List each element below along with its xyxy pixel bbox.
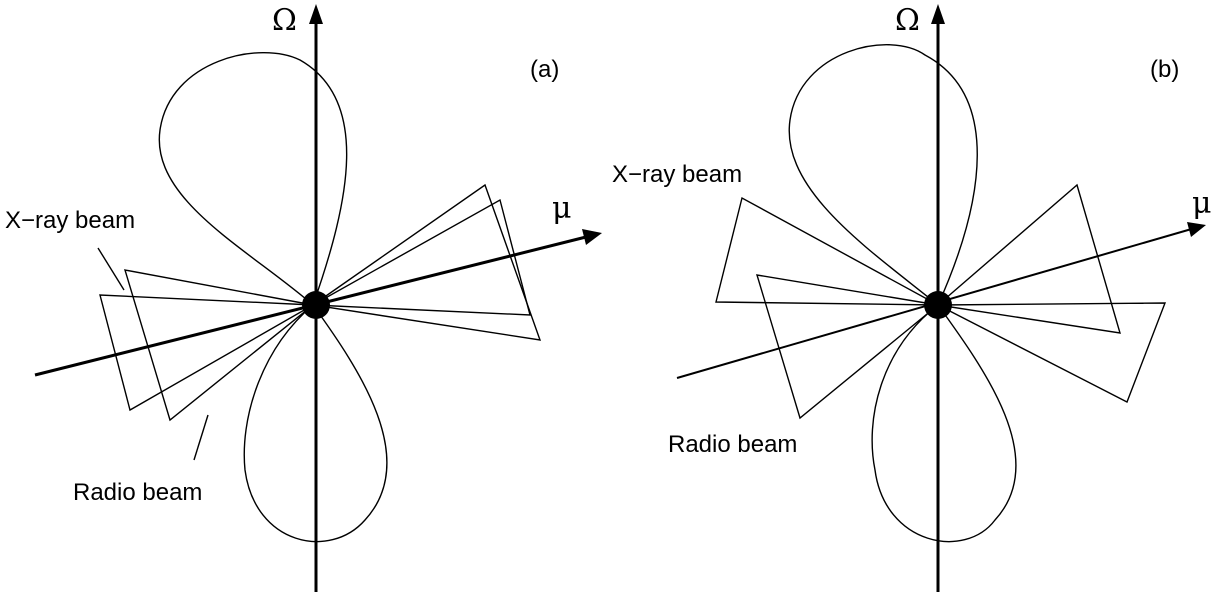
xray-beam-left xyxy=(99,294,316,412)
panel-a: Ω μ (a) X−ray beam Radio beam xyxy=(5,3,602,592)
omega-label: Ω xyxy=(272,3,297,38)
lower-lobe xyxy=(243,303,388,543)
mu-label: μ xyxy=(552,191,572,226)
radio-beam-left xyxy=(756,274,940,420)
radio-beam-right xyxy=(311,183,542,341)
omega-arrowhead xyxy=(931,4,945,24)
radio-beam-label: Radio beam xyxy=(668,431,797,458)
xray-beam-right xyxy=(937,302,1167,403)
xray-beam-label: X−ray beam xyxy=(5,207,135,234)
panel-label: (a) xyxy=(530,56,559,83)
radio-beam-label: Radio beam xyxy=(73,479,202,506)
panel-b: Ω μ (b) X−ray beam Radio beam xyxy=(612,3,1212,592)
radio-beam-left xyxy=(123,269,315,422)
xray-leader xyxy=(97,247,125,291)
upper-lobe xyxy=(158,52,348,307)
neutron-star xyxy=(302,291,330,319)
neutron-star xyxy=(924,291,952,319)
upper-lobe xyxy=(788,43,978,307)
mu-arrowhead xyxy=(582,229,602,245)
radio-leader xyxy=(193,414,209,461)
xray-beam-label: X−ray beam xyxy=(612,161,742,188)
xray-beam-right xyxy=(310,198,531,316)
xray-beam-left xyxy=(715,196,939,306)
lower-lobe xyxy=(871,304,1017,543)
mu-label: μ xyxy=(1192,186,1212,221)
panel-label: (b) xyxy=(1150,56,1179,83)
radio-beam-right xyxy=(936,183,1121,334)
mu-arrowhead xyxy=(1187,222,1206,237)
omega-arrowhead xyxy=(309,4,323,24)
omega-label: Ω xyxy=(895,3,920,38)
